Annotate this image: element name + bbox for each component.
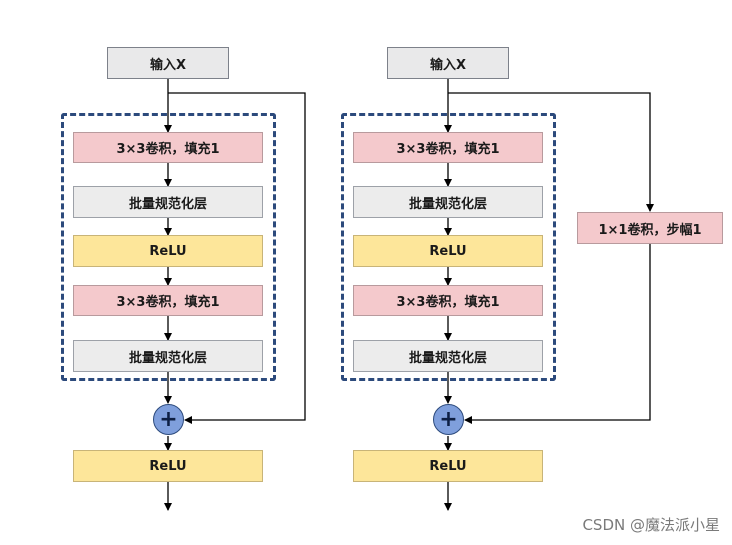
left-conv3x3-box-2: 3×3卷积，填充1 (73, 285, 263, 316)
csdn-watermark: CSDN @魔法派小星 (582, 516, 720, 534)
left-residual-dashed-frame (61, 113, 276, 381)
left-relu-box-output: ReLU (73, 450, 263, 482)
right-relu-box-output: ReLU (353, 450, 543, 482)
right-shortcut-conv1x1-box: 1×1卷积，步幅1 (577, 212, 723, 244)
right-conv3x3-box-1: 3×3卷积，填充1 (353, 132, 543, 163)
right-residual-dashed-frame (341, 113, 556, 381)
right-input-box: 输入X (387, 47, 509, 79)
left-add-circle: + (153, 404, 184, 435)
right-conv3x3-box-2: 3×3卷积，填充1 (353, 285, 543, 316)
left-input-box: 输入X (107, 47, 229, 79)
left-batchnorm-box-1: 批量规范化层 (73, 186, 263, 218)
right-batchnorm-box-1: 批量规范化层 (353, 186, 543, 218)
right-relu-box-inner: ReLU (353, 235, 543, 267)
left-batchnorm-box-2: 批量规范化层 (73, 340, 263, 372)
left-conv3x3-box-1: 3×3卷积，填充1 (73, 132, 263, 163)
left-relu-box-inner: ReLU (73, 235, 263, 267)
right-batchnorm-box-2: 批量规范化层 (353, 340, 543, 372)
right-add-circle: + (433, 404, 464, 435)
